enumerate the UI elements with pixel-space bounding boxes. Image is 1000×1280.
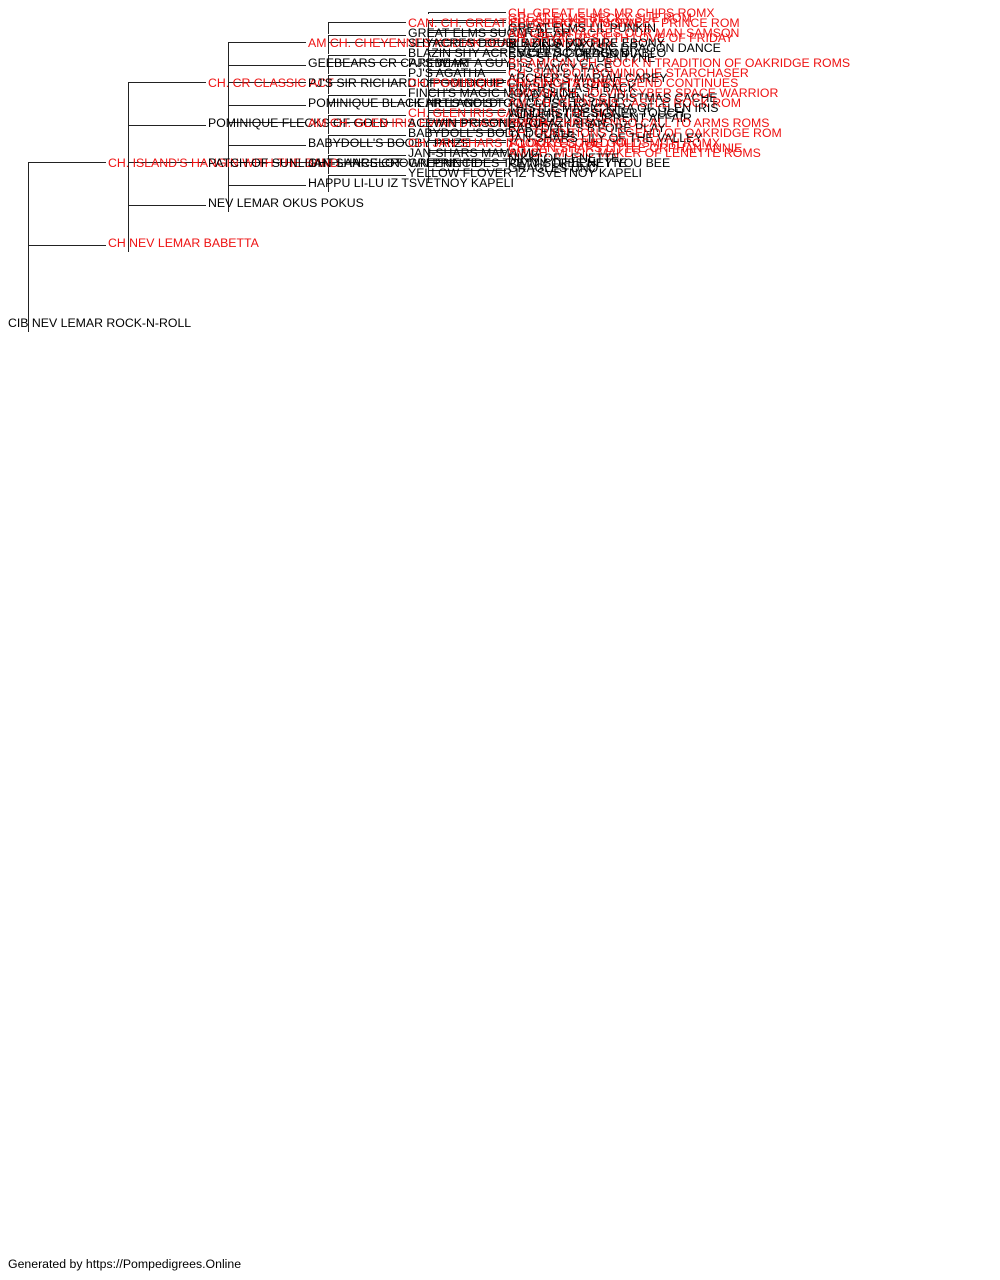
pedigree-entry: BLAZIN'S KALASIC DRAGON DANCE — [508, 41, 721, 55]
pedigree-entry: JAN-SHARS CROWN PRINCE — [308, 156, 479, 170]
pedigree-entry: CAN. CH. GREAT ELMS FROSTY MORN — [408, 16, 638, 30]
pedigree-entry: PJ'S FANCY FACE — [508, 61, 613, 75]
pedigree-entry: ACEWIN PRISONER OF AZKARAN — [408, 116, 607, 130]
pedigree-entry: NIKKI OF LENETTE — [508, 151, 620, 165]
pedigree-entry: PETTISTREE HEY YOU BEE — [508, 156, 671, 170]
pedigree-entry: AM CH. MUSIC MAKER OF LENETTE ROMS — [508, 146, 761, 160]
pedigree-entry: GREENE TIDES TOMMY OF LENETTE — [408, 156, 628, 170]
pedigree-entry: CH. POMINIQUE CHASING TATONKA — [408, 76, 622, 90]
pedigree-entry: BLAZIN SHY ACRES CELTIC DRAGON — [408, 46, 629, 60]
pedigree-entry: STAR HAVEN'S CHRISTMAS CACHE — [508, 91, 718, 105]
pedigree-entry: BABYDOLL'S B'FORE PLAY — [508, 121, 666, 135]
pedigree-entry: BABYDOLL'S BODY DOUBLE — [408, 126, 576, 140]
pedigree-entry: WINDMIST DESIGNER TOUCH — [508, 106, 685, 120]
pedigree-entry: PJ'S SIR RICHARD OF GOLDCHIP — [308, 76, 505, 90]
pedigree-entry: CH. ISLAND'S HANGIN WITH THE BAND — [108, 156, 340, 170]
pedigree-entry: CH. FINCH'S THE LEGEND CONTINUES — [508, 76, 739, 90]
pedigree-entry: HAPPU LI-LU IZ TSVETNOY KAPELI — [308, 176, 514, 190]
pedigree-entry: POMINIQUE BLACK HILLS GOLD — [308, 96, 498, 110]
pedigree-entry: BLAZIN'S FOXFIRE EBONY — [508, 36, 665, 50]
pedigree-entry: TOOKEYES THE GOLDSMITH ROMX — [508, 136, 721, 150]
pedigree-entry: NEV LEMAR OKUS POKUS — [208, 196, 364, 210]
pedigree-entry: JAN-SHARS LILY OF THE VALLEY — [508, 131, 703, 145]
pedigree-entry: CH NEV LEMAR BABETTA — [108, 236, 259, 250]
pedigree-entry: GREAT ELMS LIL PUNKIN — [508, 21, 657, 35]
pedigree-entry: PATCH OF SUNLIGHT LANCELOT — [208, 156, 403, 170]
pedigree-entry: PJ'S STICK OF DENTYNE — [508, 51, 656, 65]
pedigree-entry: AM CH. CHRISCENDO CALL TO ARMS ROMS — [508, 116, 770, 130]
pedigree-entry: BABYDOLL'S BOOBY PRIZE — [308, 136, 471, 150]
pedigree-entry: CH. SUN-DOT POMINIQUE STARCHASER — [508, 66, 749, 80]
pedigree-entry: FINCH'S FLASH BACK — [508, 81, 637, 95]
pedigree-entry: GEEBEARS CR CAREBEAR — [308, 56, 468, 70]
pedigree-entry: GREAT ELMS SUGAR BEAR — [408, 26, 571, 40]
pedigree-entry: CH. JAN-SHARS LITTLE ORPHAN ANNIE — [508, 141, 743, 155]
pedigree-entry: AM CH. GLEN IRIS EVIAN D'CASTILE ROM — [308, 116, 554, 130]
pedigree-entry: POMINIQUE FLECKS OF GOLD — [208, 116, 389, 130]
pedigree-entry: YELLOW FLOVER IZ TSVETNOY KAPELI — [408, 166, 642, 180]
pedigree-entry: CHRISDEN'S CURRENT AFFAIR — [508, 111, 692, 125]
pedigree-entry: FINCH'S MAGIC MOONSHINE — [408, 86, 580, 100]
pedigree-entry: GREAT ELMS BECKY SUE ROM — [508, 11, 692, 25]
pedigree-entry: EMCEE'S GOLDEN DIABLO — [508, 46, 667, 60]
pedigree-entry: CH. JAN-SHARS IF LOOKS COULD KILL — [408, 136, 638, 150]
pedigree-entry: PJ'S WHAT A GUY — [408, 56, 512, 70]
pedigree-entry: AM/CAN CH. JOLVIN CYBER SPACE WARRIOR — [508, 86, 779, 100]
pedigree-entry: PJ'S AGATHA — [408, 66, 486, 80]
pedigree-entry: CH. GREAT ELMS MR CHIPS ROMX — [508, 6, 715, 20]
pedigree-entry: SHYACRES DOUBLE DEJA VU — [408, 36, 584, 50]
pedigree-entry: JAN-SHARS MAMA MIA — [408, 146, 543, 160]
pedigree-entry: AM CH. SHYACRES OUR MAN SAMSON — [508, 26, 740, 40]
pedigree-entry: CH. GREAT ELMS SWEET PRINCE ROM — [508, 16, 740, 30]
pedigree-entry: THISTLE MAGIC KIRA OF GLEN IRIS — [508, 101, 719, 115]
generated-by-footer: Generated by https://Pompedigrees.Online — [8, 1257, 242, 1271]
pedigree-entry: GRAGLES UNO — [508, 161, 599, 175]
pedigree-entry: CH. SHYACRES F'TH LOVE OF FRIDAY — [508, 31, 734, 45]
pedigree-entry: CIB NEV LEMAR ROCK-N-ROLL — [8, 316, 192, 330]
pedigree-entry: BISAM/CAN CH. ROCK N TRADITION OF OAKRID… — [508, 56, 851, 70]
pedigree-entry: CH. TRADITIONS LEGEND OF OAKRIDGE ROM — [508, 126, 782, 140]
pedigree-entry: AM. CH. GLEN IRIS CASTLE ROCK ROM — [508, 96, 741, 110]
pedigree-entry: ARCHER'S MARIAH CAREY — [508, 71, 668, 85]
pedigree-entry: HEARTLAND'S TOO CLOSE TO CALL — [408, 96, 622, 110]
pedigree-entry: AM CH. CHEYENNES KODIAK BEAR SECOND ROMX — [308, 36, 615, 50]
pedigree-entry: CH. CR CLASSIC ACT — [208, 76, 334, 90]
pedigree-entry: CH. GLEN IRIS CASTLE IN THE SKY — [408, 106, 617, 120]
